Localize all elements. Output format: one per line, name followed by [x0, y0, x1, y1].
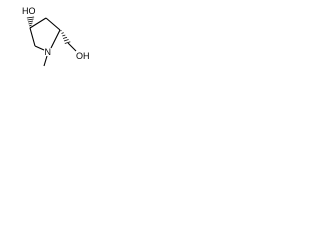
molecule-drawing: HO N OH	[22, 6, 90, 67]
bond-n-c2	[50, 29, 61, 49]
bond-c3-c2	[45, 17, 61, 31]
bond-c4-c3	[29, 17, 47, 29]
atom-label-ho: HO	[22, 6, 36, 16]
bond-c5-n	[34, 45, 45, 51]
bond-c4-c5	[29, 27, 36, 47]
bond-ch2-oh	[67, 42, 77, 52]
structure-canvas: HO N OH	[0, 0, 95, 75]
atom-label-n: N	[45, 47, 52, 57]
hashed-wedge-c4-oh	[26, 16, 35, 29]
atom-label-oh: OH	[76, 51, 90, 61]
hashed-wedge-c2-ch2	[60, 30, 71, 44]
bond-n-methyl	[43, 55, 48, 67]
